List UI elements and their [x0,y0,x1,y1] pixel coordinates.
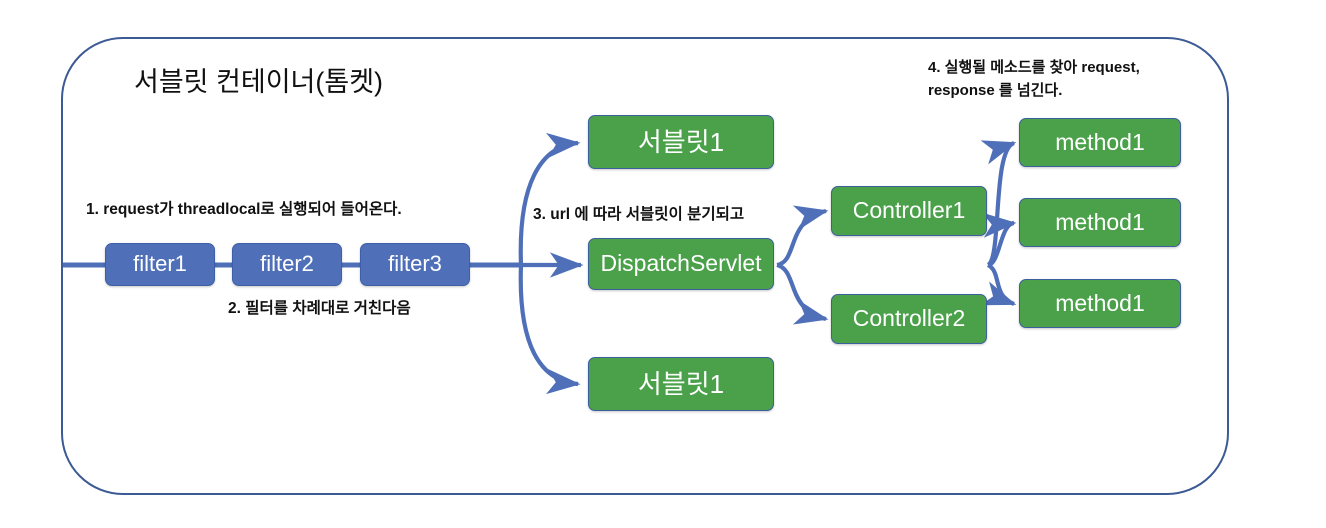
node-servlet-bottom[interactable]: 서블릿1 [588,357,774,411]
node-method-2[interactable]: method1 [1019,198,1181,247]
node-method-1[interactable]: method1 [1019,118,1181,167]
node-dispatch-servlet[interactable]: DispatchServlet [588,238,774,290]
node-controller1[interactable]: Controller1 [831,186,987,236]
note-request-threadlocal: 1. request가 threadlocal로 실행되어 들어온다. [86,201,402,218]
note-url-branching: 3. url 에 따라 서블릿이 분기되고 [533,206,745,223]
node-filter1[interactable]: filter1 [105,243,215,286]
node-method-3[interactable]: method1 [1019,279,1181,328]
node-servlet-top[interactable]: 서블릿1 [588,115,774,169]
node-controller2[interactable]: Controller2 [831,294,987,344]
node-filter2[interactable]: filter2 [232,243,342,286]
node-filter3[interactable]: filter3 [360,243,470,286]
container-title: 서블릿 컨테이너(톰켓) [134,67,384,97]
note-filter-chain: 2. 필터를 차례대로 거친다음 [228,300,411,317]
note-method-dispatch-line2: response 를 넘긴다. [928,82,1063,99]
note-method-dispatch-line1: 4. 실행될 메소드를 찾아 request, [928,59,1140,76]
